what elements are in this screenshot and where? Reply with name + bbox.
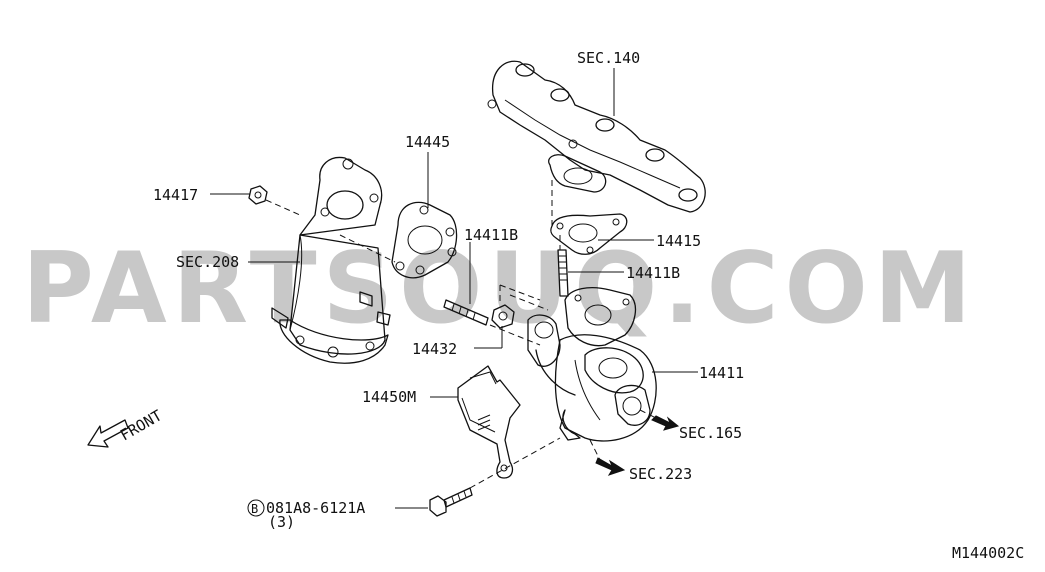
bolt-symbol-letter: B bbox=[251, 502, 258, 516]
label-sec208: SEC.208 bbox=[176, 253, 239, 271]
exhaust-manifold bbox=[487, 60, 706, 213]
label-14411: 14411 bbox=[699, 364, 744, 382]
label-14411b-lower: 14411B bbox=[626, 264, 680, 282]
stud-14411b-diagonal bbox=[443, 299, 489, 326]
nut-14432 bbox=[491, 304, 515, 329]
front-label: FRONT bbox=[117, 406, 165, 444]
bolt-081a8-6121a bbox=[429, 487, 473, 517]
bolt-symbol-circle bbox=[247, 499, 265, 517]
label-bolt-part: 081A8-6121A bbox=[266, 499, 365, 517]
label-bolt-qty: (3) bbox=[268, 513, 295, 531]
leader-lines bbox=[210, 68, 698, 509]
catalytic-converter bbox=[271, 156, 391, 364]
gasket-14445 bbox=[391, 201, 458, 279]
label-sec165: SEC.165 bbox=[679, 424, 742, 442]
label-14450m: 14450M bbox=[362, 388, 416, 406]
front-arrow-icon bbox=[87, 419, 129, 448]
bracket-14450m bbox=[457, 365, 521, 479]
nut-14417 bbox=[248, 185, 268, 205]
sec165-arrow bbox=[639, 409, 680, 431]
label-14432: 14432 bbox=[412, 340, 457, 358]
label-14445: 14445 bbox=[405, 133, 450, 151]
label-sec223: SEC.223 bbox=[629, 465, 692, 483]
assembly-lines bbox=[265, 180, 561, 489]
turbocharger-14411 bbox=[527, 287, 657, 442]
watermark: PARTSOUQ.COM bbox=[22, 232, 977, 346]
label-sec140: SEC.140 bbox=[577, 49, 640, 67]
label-14415: 14415 bbox=[656, 232, 701, 250]
label-14417: 14417 bbox=[153, 186, 198, 204]
sec223-arrow bbox=[589, 439, 626, 476]
diagram-code: M144002C bbox=[952, 544, 1024, 562]
label-14411b-upper: 14411B bbox=[464, 226, 518, 244]
